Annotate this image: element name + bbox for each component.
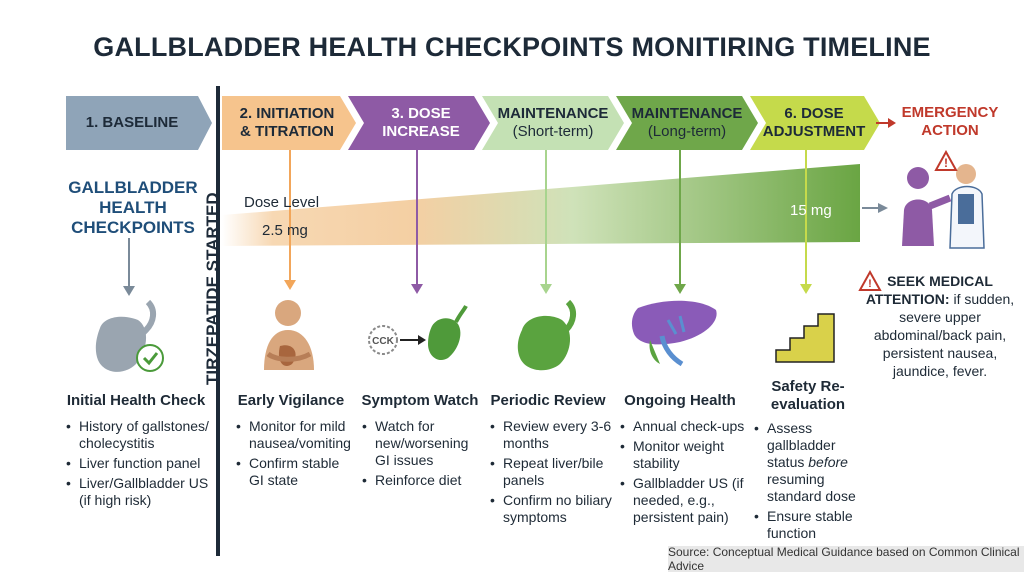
col3-bullet: Reinforce diet: [362, 472, 480, 489]
doctor-patient-icon: !: [902, 150, 985, 249]
svg-text:!: !: [944, 156, 948, 170]
phase-maint-short: MAINTENANCE (Short-term): [490, 96, 616, 150]
emergency-action-label: EMERGENCY ACTION: [890, 104, 1010, 140]
col5-bullet: Gallbladder US (if needed, e.g., persist…: [620, 475, 748, 526]
col5-bullet: Monitor weight stability: [620, 438, 748, 472]
phase-maint-short-label: MAINTENANCE: [497, 105, 609, 122]
phase-maint-long-text: MAINTENANCE (Long-term): [632, 105, 743, 141]
person-stomach-icon: [264, 300, 314, 370]
gallbladder-check-icon: [95, 299, 164, 372]
phase-dose-increase-sub: INCREASE: [382, 123, 460, 140]
chevron-maint-long: [616, 96, 758, 150]
phase-maint-long-label: MAINTENANCE: [631, 105, 743, 122]
cck-signal-icon: CCK: [368, 305, 468, 361]
phase-dose-increase-label: 3. DOSE: [391, 105, 451, 122]
cck-text: CCK: [372, 336, 394, 347]
dose-arrow-head: [878, 203, 888, 213]
col2-title: Early Vigilance: [237, 392, 345, 409]
col4-bullet: Repeat liver/bile panels: [490, 455, 620, 489]
page-title: GALLBLADDER HEALTH CHECKPOINTS MONITIRIN…: [93, 32, 931, 62]
col1-title: Initial Health Check: [66, 392, 206, 409]
dose-level-wedge: [222, 164, 860, 246]
connector-dose-increase-head: [411, 284, 423, 294]
col6-bullets: Assess gallbladder status before resumin…: [754, 420, 866, 545]
phase-initiation-text: 2. INITIATION & TITRATION: [240, 105, 335, 141]
col4-bullet: Confirm no biliary symptoms: [490, 492, 620, 526]
checkpoints-line1: GALLBLADDER: [68, 178, 198, 197]
col6-b1-em: before: [808, 454, 848, 470]
connector-adjustment-head: [800, 284, 812, 294]
checkpoints-line3: CHECKPOINTS: [71, 218, 195, 237]
col5-bullet: Annual check-ups: [620, 418, 748, 435]
col1-bullets: History of gallstones/ cholecystitis Liv…: [66, 418, 214, 512]
checkpoints-line2: HEALTH: [99, 198, 167, 217]
timeline-divider: [216, 86, 220, 556]
chevron-dose-increase: [348, 96, 490, 150]
phase-maint-long-sub: (Long-term): [647, 123, 727, 140]
phase-maint-short-text: MAINTENANCE (Short-term): [498, 105, 609, 141]
phase-dose-increase-text: 3. DOSE INCREASE: [382, 105, 460, 141]
emergency-line1: EMERGENCY: [901, 104, 999, 121]
phase-maint-short-sub: (Short-term): [512, 123, 594, 140]
phase-initiation-sub: & TITRATION: [240, 123, 334, 140]
phase-adjustment: 6. DOSE ADJUSTMENT: [756, 96, 872, 150]
col5-title: Ongoing Health: [624, 392, 736, 409]
connector-initiation-head: [284, 280, 296, 290]
col5-bullets: Annual check-ups Monitor weight stabilit…: [620, 418, 748, 529]
phase-dose-increase: 3. DOSE INCREASE: [358, 96, 484, 150]
col3-title: Symptom Watch: [361, 392, 479, 409]
dose-and-icons: CCK ! !: [95, 150, 985, 372]
chevron-maint-short: [482, 96, 624, 150]
arrow-head-emergency: [888, 118, 896, 128]
seek-head: SEEK MEDICAL ATTENTION:: [865, 273, 993, 307]
col6-b1-post: resuming standard dose: [767, 471, 856, 504]
col6-bullet: Ensure stable function: [754, 508, 866, 542]
phase-baseline-label: 1. BASELINE: [85, 114, 179, 131]
col2-bullets: Monitor for mild nausea/vomiting Confirm…: [236, 418, 356, 492]
checkpoints-label: GALLBLADDER HEALTH CHECKPOINTS: [60, 178, 206, 238]
gallbladder-icon: [517, 299, 576, 371]
connector-maint-short-head: [540, 284, 552, 294]
connector-maint-long-head: [674, 284, 686, 294]
dose-end-value: 15 mg: [790, 202, 832, 219]
col1-bullet: Liver function panel: [66, 455, 214, 472]
col2-bullet: Monitor for mild nausea/vomiting: [236, 418, 356, 452]
col1-bullet: History of gallstones/ cholecystitis: [66, 418, 214, 452]
chevron-initiation: [222, 96, 356, 150]
phase-adjustment-sub: ADJUSTMENT: [762, 123, 866, 140]
warning-icon: !: [858, 269, 882, 291]
seek-medical-attention: SEEK MEDICAL ATTENTION: if sudden, sever…: [862, 272, 1018, 380]
col6-b1-pre: Assess gallbladder status: [767, 420, 836, 470]
col4-bullets: Review every 3-6 months Repeat liver/bil…: [490, 418, 620, 529]
phase-adjustment-label: 6. DOSE: [784, 105, 844, 122]
chevron-baseline: [66, 96, 212, 150]
dose-start-value: 2.5 mg: [262, 222, 308, 239]
source-note: Source: Conceptual Medical Guidance base…: [668, 545, 1024, 573]
phase-adjustment-text: 6. DOSE ADJUSTMENT: [763, 105, 866, 141]
svg-text:!: !: [868, 278, 872, 290]
col1-bullet: Liver/Gallbladder US (if high risk): [66, 475, 214, 509]
col6-bullet: Assess gallbladder status before resumin…: [754, 420, 866, 505]
phase-initiation: 2. INITIATION & TITRATION: [222, 96, 352, 150]
phase-baseline: 1. BASELINE: [66, 96, 198, 150]
phase-maint-long: MAINTENANCE (Long-term): [624, 96, 750, 150]
seek-body: if sudden, severe upper abdominal/back p…: [873, 291, 1015, 379]
col2-bullet: Confirm stable GI state: [236, 455, 356, 489]
emergency-line2: ACTION: [921, 122, 979, 139]
phase-chevrons: [66, 96, 896, 150]
chevron-adjustment: [750, 96, 880, 150]
stairs-icon: [775, 313, 835, 363]
connector-baseline-head: [123, 286, 135, 296]
col4-bullet: Review every 3-6 months: [490, 418, 620, 452]
col6-title: Safety Re-evaluation: [770, 378, 846, 413]
dose-level-label: Dose Level: [244, 194, 320, 211]
col3-bullets: Watch for new/worsening GI issues Reinfo…: [362, 418, 480, 492]
liver-icon: [631, 300, 717, 367]
col3-bullet: Watch for new/worsening GI issues: [362, 418, 480, 469]
col4-title: Periodic Review: [490, 392, 606, 409]
phase-initiation-label: 2. INITIATION: [239, 105, 335, 122]
